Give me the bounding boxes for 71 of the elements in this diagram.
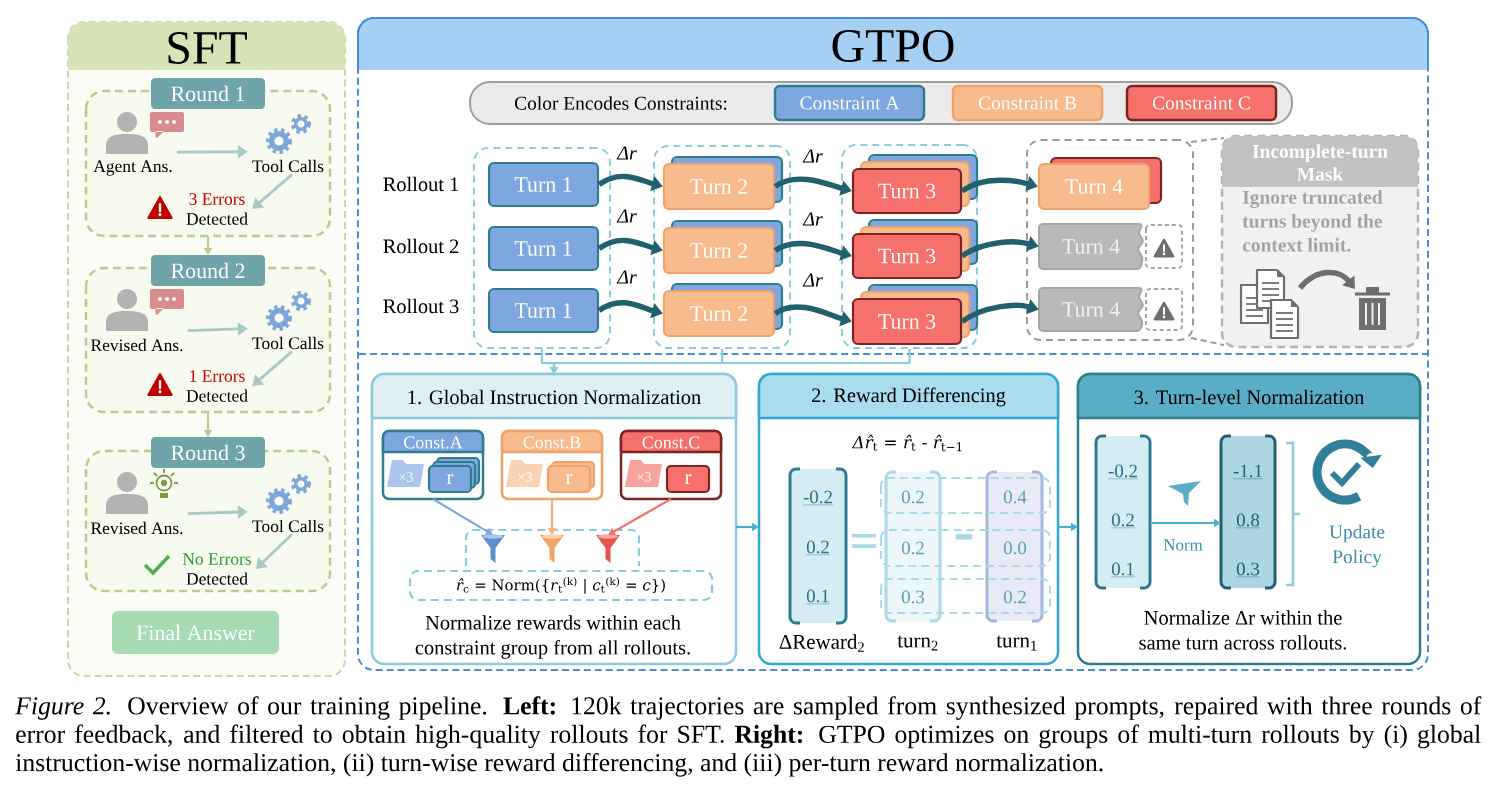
- row-label: Rollout 2: [383, 238, 459, 254]
- turn-card: Turn 4: [1038, 287, 1144, 332]
- vector-column: 0.4 0.0 0.2: [985, 470, 1044, 623]
- turn-card: Turn 3: [851, 218, 979, 280]
- constraint-card: Const.A ×3 r: [381, 429, 485, 501]
- turn-card: Turn 4: [1038, 223, 1144, 270]
- column-label: turn$_{2}$: [897, 635, 938, 651]
- arrow: [252, 350, 293, 386]
- icon-caption: Revised Ans.: [91, 338, 183, 352]
- turn-card: Turn 3: [851, 283, 979, 346]
- status-text: 3 Errors Detected: [186, 193, 248, 225]
- vector-column: 0.2 0.2 0.3: [884, 470, 942, 623]
- icon-caption: Tool Calls: [252, 336, 324, 350]
- edge-label: Δr: [616, 270, 637, 284]
- vector-column: -0.2 0.2 0.1: [788, 467, 848, 625]
- description-text: Normalize Δr within the same turn across rollouts.: [1139, 610, 1347, 650]
- funnel-icon: [596, 534, 620, 563]
- turn-card: Turn 2: [662, 155, 784, 211]
- constraint-card: Const.C ×3 r: [619, 429, 723, 501]
- group-frame: [464, 528, 641, 566]
- document-icon: [1239, 268, 1300, 340]
- legend-key: Constraint C: [1125, 84, 1278, 122]
- figure-caption: Figure 2. Overview of our training pipeline. Left: 120k trajectories are sampled from synthesized prompts, repaired with three rounds of error feedback, and filtered to obtain high-quality rollouts for SFT. Right: GTPO optimizes on groups of multi-turn rollouts by (i) global instruction-wise normalization, (ii) turn-wise reward differencing, and (iii) per-turn reward normalization.: [15, 696, 1482, 777]
- turn-card: Turn 3: [851, 153, 979, 215]
- row-label: Rollout 3: [383, 298, 459, 314]
- turn-card: Turn 1: [487, 287, 600, 334]
- turn-card: Turn 2: [662, 219, 784, 275]
- group-frame: [473, 147, 611, 349]
- edge-label: Δr: [802, 273, 823, 287]
- row-label: Rollout 1: [383, 176, 459, 192]
- edge-label: Δr: [616, 146, 637, 160]
- funnel-icon: [540, 534, 564, 563]
- icon-caption: Update Policy: [1329, 524, 1385, 568]
- vector-column: -1.1 0.8 0.3: [1219, 434, 1277, 590]
- turn-card: Turn 2: [662, 282, 784, 338]
- vector-column: -0.2 0.2 0.1: [1094, 434, 1152, 590]
- column-label: ΔReward$_{2}$: [779, 634, 864, 652]
- status-text: 1 Errors Detected: [186, 370, 248, 402]
- icon-caption: Tool Calls: [252, 159, 324, 173]
- arrow: [432, 498, 493, 536]
- edge-label: Δr: [802, 212, 823, 226]
- operator-sign: -: [955, 534, 973, 540]
- arrow: [252, 173, 293, 209]
- arrow: [1298, 269, 1355, 290]
- turn-card: Turn 1: [487, 225, 600, 272]
- status-text: No Errors Detected: [182, 553, 251, 585]
- connector-line: [1190, 137, 1225, 143]
- description-text: Normalize rewards within each constraint group from all rollouts.: [415, 615, 690, 659]
- icon-caption: Agent Ans.: [93, 160, 172, 176]
- edge-label: Δr: [616, 209, 637, 223]
- answer-box: Final Answer: [112, 611, 279, 654]
- connector-line: [1190, 337, 1225, 346]
- turn-card: Turn 4: [1037, 156, 1163, 211]
- formula: Δr̂$_{t}$ = r̂$_{t}$ - r̂$_{t−1}$: [851, 434, 962, 452]
- icon-caption: Revised Ans.: [91, 521, 183, 535]
- formula-box: r̂$_{c}$ = Norm({r$_{t}$$^{(k)}$ | c$_{t}$$^{(k)}$ = c}): [408, 569, 714, 602]
- legend-key: Constraint B: [951, 84, 1104, 122]
- edge-label: Norm: [1163, 539, 1203, 551]
- legend-key: Constraint A: [773, 84, 926, 122]
- group-frame: [1026, 139, 1194, 341]
- arrow: [608, 498, 672, 536]
- constraint-card: Const.B ×3 r: [500, 429, 604, 501]
- funnel-icon: [481, 534, 505, 563]
- edge-label: Δr: [802, 149, 823, 163]
- turn-card: Turn 1: [487, 161, 600, 208]
- trash-icon: [1355, 287, 1390, 330]
- description-text: Ignore truncated turns beyond the context limit.: [1242, 190, 1383, 252]
- column-label: turn$_{1}$: [996, 635, 1037, 651]
- group-frame: [653, 145, 791, 349]
- operator-sign: =: [851, 533, 876, 548]
- icon-caption: Tool Calls: [252, 519, 324, 533]
